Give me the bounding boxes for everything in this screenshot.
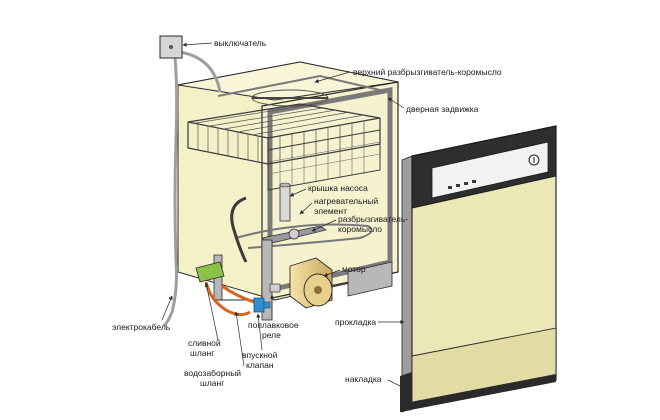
leader-pump-cover [289,188,307,197]
label-upper-spray-arm: верхний разбрызгиватель-коромысло [353,67,502,77]
label-inlet-valve-line2: клапан [246,360,274,370]
leader-inlet-valve [256,313,263,351]
motor [289,257,333,309]
label-gasket: прокладка [335,317,376,327]
label-water-hose-line1: водозаборный [184,368,241,378]
door-knob-icon [528,154,540,166]
label-motor: мотор [342,264,366,274]
leader-switch [182,42,213,47]
label-heating-element-line2: элемент [314,206,347,216]
lower-rack [267,129,381,191]
label-spray-arm-line2: коромысло [338,224,382,234]
leader-motor [323,269,341,277]
drain-hose [195,196,248,283]
leader-lines [161,42,405,389]
label-pump-cover: крышка насоса [308,183,368,193]
leader-trim-panel [387,379,405,389]
junction-box-icon [159,35,183,59]
label-inlet-valve-line1: впускной [242,350,278,360]
inlet-valve [253,297,271,313]
label-switch: выключатель [214,38,267,48]
label-power-cable: электрокабель [112,322,171,332]
label-trim-panel: накладка [345,374,382,384]
door [400,125,557,413]
label-float-relay-line2: реле [262,330,281,340]
label-drain-hose-line2: шланг [190,348,214,358]
leader-heating-element [299,202,313,215]
leader-power-cable [161,295,173,321]
leader-door-latch [387,97,405,109]
water-hose [204,281,255,317]
label-door-latch: дверная задвижка [406,104,479,114]
label-heating-element-line1: нагревательный [314,196,378,206]
leader-upper-spray-arm [314,71,351,84]
leader-spray-arm [311,219,337,232]
label-water-hose-line2: шланг [200,378,224,388]
pump-cover [279,182,291,222]
label-drain-hose-line1: сливной [188,338,221,348]
heating-element [235,223,373,249]
power-cable [162,47,222,328]
float-relay [269,283,281,293]
leader-water-hose [234,311,245,367]
label-float-relay-line1: поплавковое [248,320,299,330]
label-spray-arm-line1: разбрызгиватель- [338,214,408,224]
leader-drain-hose [204,282,219,341]
labels: выключатель верхний разбрызгиватель-коро… [112,38,502,388]
